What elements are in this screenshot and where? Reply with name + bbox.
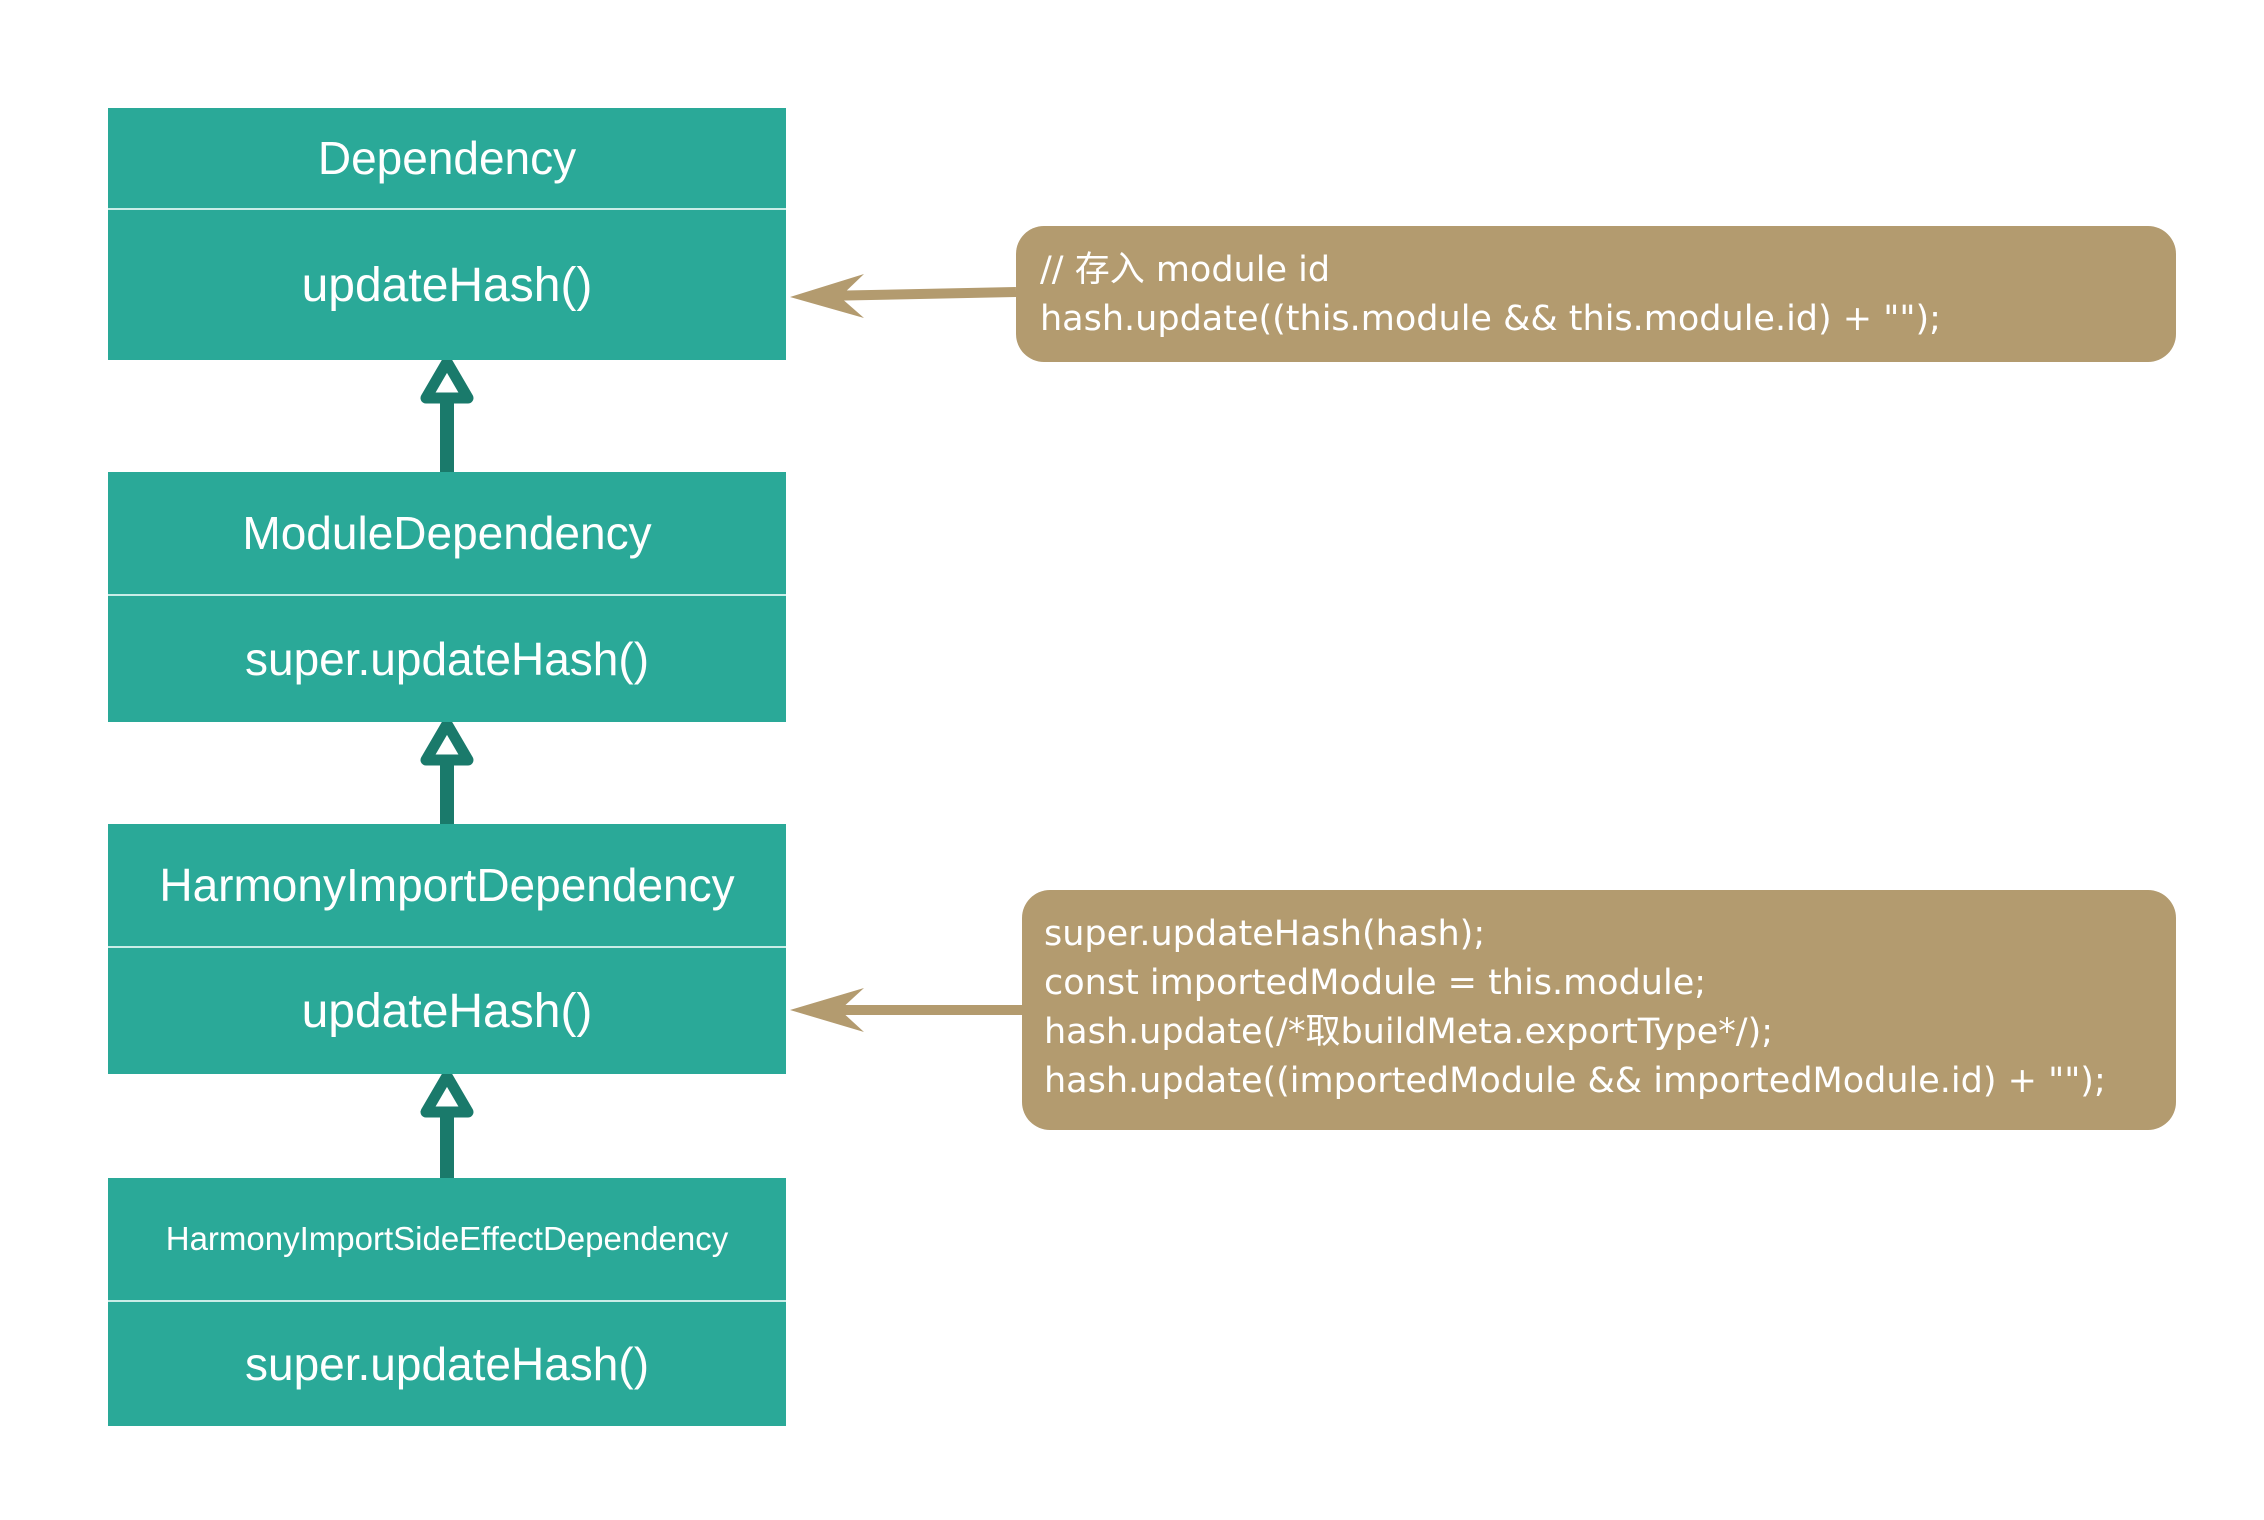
- class-harmony-import-dependency: HarmonyImportDependency updateHash(): [108, 824, 786, 1074]
- code-note-harmony-import: super.updateHash(hash); const importedMo…: [1022, 890, 2176, 1130]
- class-method: super.updateHash(): [244, 1338, 650, 1390]
- class-name: Dependency: [108, 108, 786, 210]
- class-name: ModuleDependency: [108, 472, 786, 596]
- code-line: hash.update((this.module && this.module.…: [1040, 299, 1941, 339]
- code-line: // 存入 module id: [1040, 250, 1331, 290]
- class-name: HarmonyImportSideEffectDependency: [108, 1178, 786, 1302]
- class-module-dependency: ModuleDependency super.updateHash(): [108, 472, 786, 722]
- code-line: hash.update(/*取buildMeta.exportType*/);: [1044, 1012, 1774, 1052]
- class-harmony-import-side-effect-dependency: HarmonyImportSideEffectDependency super.…: [108, 1178, 786, 1426]
- code-line: const importedModule = this.module;: [1044, 963, 1707, 1003]
- class-dependency: Dependency updateHash(): [108, 108, 786, 360]
- class-method: super.updateHash(): [244, 633, 650, 685]
- inheritance-arrow-harmony-to-module: [420, 718, 474, 824]
- class-method: updateHash(): [301, 984, 593, 1038]
- note-arrow-2: [790, 988, 1022, 1032]
- code-line: hash.update((importedModule && importedM…: [1044, 1061, 2106, 1101]
- code-line: super.updateHash(hash);: [1044, 914, 1486, 954]
- class-method: updateHash(): [301, 258, 593, 312]
- inheritance-arrow-module-to-dependency: [420, 356, 474, 472]
- class-name: HarmonyImportDependency: [108, 824, 786, 948]
- code-note-dependency: // 存入 module id hash.update((this.module…: [1016, 226, 2176, 362]
- note-arrow-1: [790, 274, 1017, 318]
- inheritance-arrow-sideeffect-to-harmony: [420, 1070, 474, 1178]
